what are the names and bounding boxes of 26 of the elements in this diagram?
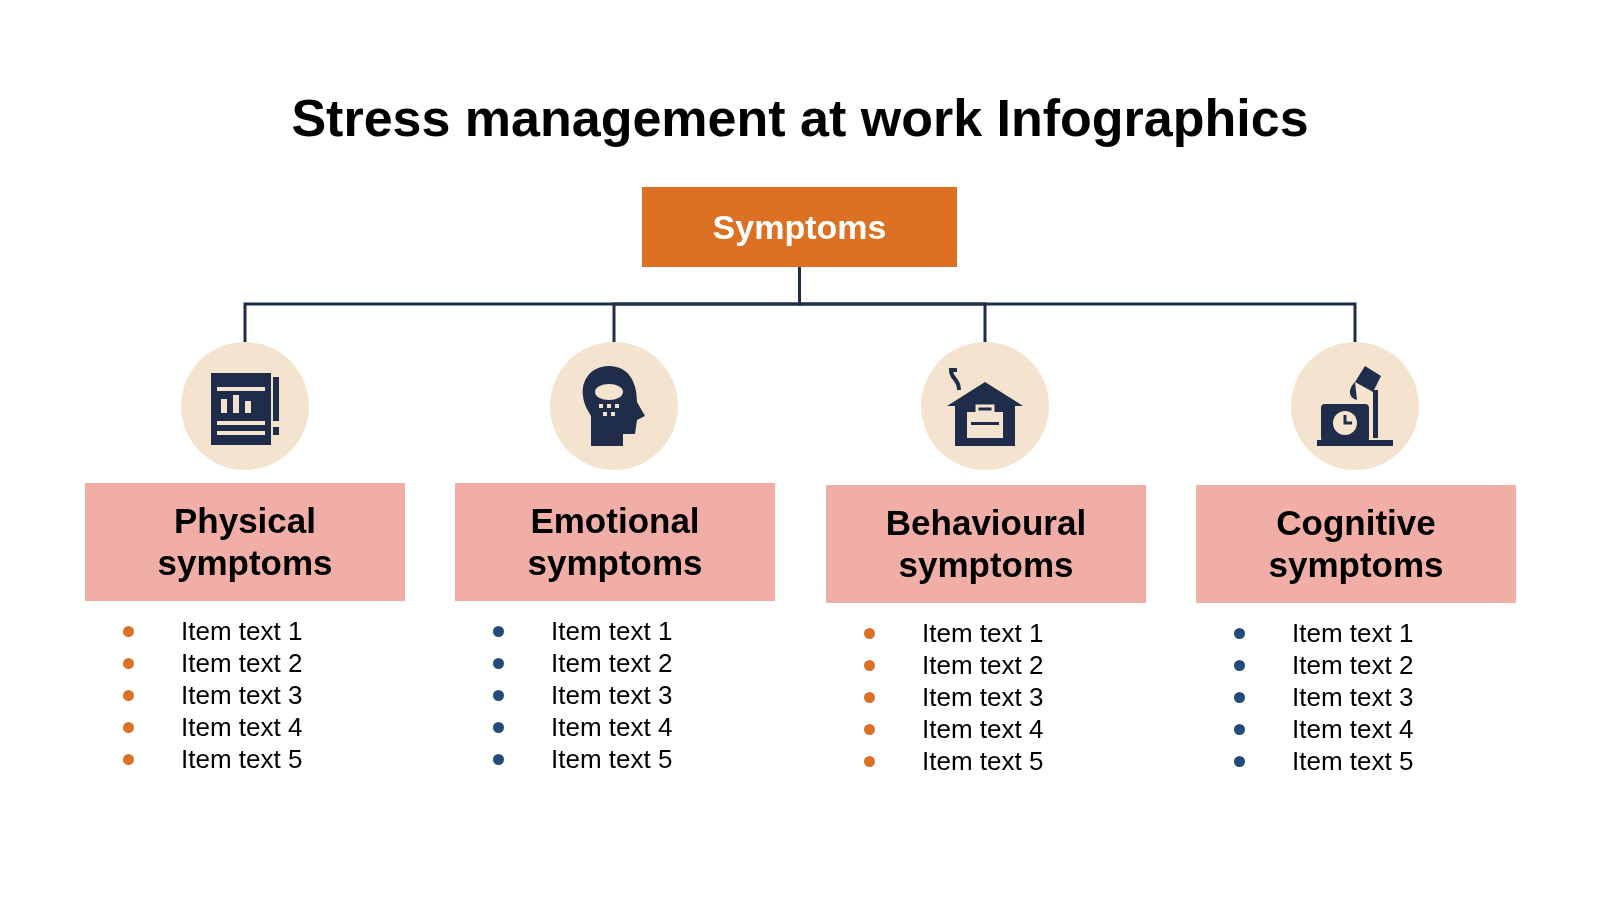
list-item: Item text 4 <box>181 714 303 740</box>
list-item: Item text 4 <box>1292 716 1414 742</box>
list-item: Item text 3 <box>551 682 673 708</box>
list-item: Item text 1 <box>1292 620 1414 646</box>
list-item: Item text 1 <box>181 618 303 644</box>
list-item: Item text 4 <box>922 716 1044 742</box>
category-box: Emotional symptoms <box>455 483 775 601</box>
list-item: Item text 5 <box>181 746 303 772</box>
list-item: Item text 3 <box>181 682 303 708</box>
root-box: Symptoms <box>642 187 957 267</box>
list-item: Item text 4 <box>551 714 673 740</box>
category-box: Physical symptoms <box>85 483 405 601</box>
title: Stress management at work Infographics <box>290 88 1310 149</box>
list-item: Item text 5 <box>551 746 673 772</box>
list-item: Item text 3 <box>1292 684 1414 710</box>
list-item: Item text 5 <box>1292 748 1414 774</box>
category-box: Behavioural symptoms <box>826 485 1146 603</box>
list-item: Item text 2 <box>1292 652 1414 678</box>
category-box: Cognitive symptoms <box>1196 485 1516 603</box>
list-item: Item text 1 <box>922 620 1044 646</box>
list-item: Item text 3 <box>922 684 1044 710</box>
list-item: Item text 5 <box>922 748 1044 774</box>
list-item: Item text 2 <box>181 650 303 676</box>
list-item: Item text 2 <box>922 652 1044 678</box>
list-item: Item text 1 <box>551 618 673 644</box>
list-item: Item text 2 <box>551 650 673 676</box>
